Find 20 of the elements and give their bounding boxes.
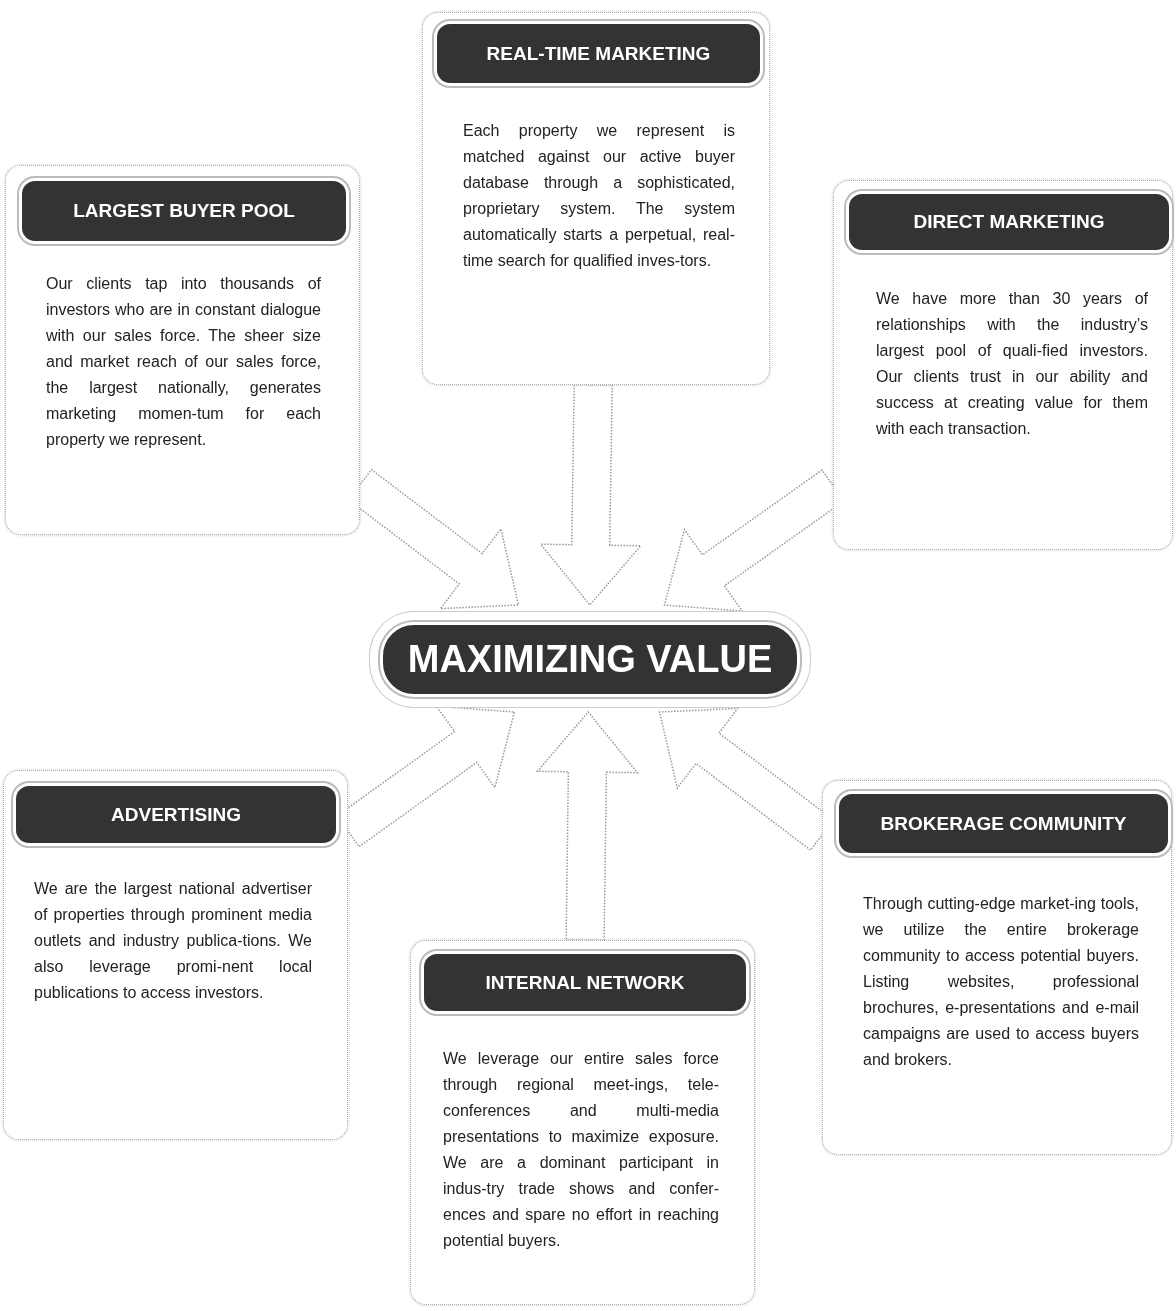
- text-card: [410, 940, 755, 1305]
- heading-label: REAL-TIME MARKETING: [434, 21, 763, 86]
- text-card: [3, 770, 348, 1140]
- description-text: Through cutting-edge market-ing tools, we utilize the entire brokerage community to access potential buyers. Listing websites, professional brochures, e-presentations and e-mail campaigns are used to access buyers and brokers.: [863, 894, 1139, 1070]
- heading-label: ADVERTISING: [13, 783, 339, 846]
- text-card: [833, 180, 1173, 550]
- description-text: We leverage our entire sales force through regional meet-ings, tele-conferences and multi-media presentations to maximize exposure. We are a dominant participant in indus-try trade shows and confer-ences and spare no effort in reaching potential buyers.: [443, 1049, 719, 1251]
- text-card: [422, 12, 770, 385]
- text-card: [5, 165, 360, 535]
- block-arrow: [539, 383, 643, 607]
- block-arrow: [535, 710, 639, 942]
- heading-label: INTERNAL NETWORK: [421, 951, 749, 1014]
- heading-label: DIRECT MARKETING: [846, 191, 1172, 253]
- description-text: We are the largest national advertiser of properties through prominent media outlets and industry publica-tions. We also leverage promi-nent local publications to access investors.: [34, 879, 312, 1003]
- description-text: Our clients tap into thousands of investors who are in constant dialogue with our sales force. The sheer size and market reach of our sales force, the largest nationally, generates marketing momen-tum for each property we represent.: [46, 274, 321, 450]
- description-text: Each property we represent is matched against our active buyer database through a sophisticated, proprietary system. The system automatically starts a perpetual, real-time search for qualified inves-tors.: [463, 121, 735, 271]
- text-card: [822, 780, 1172, 1155]
- heading-label: BROKERAGE COMMUNITY: [836, 791, 1171, 856]
- description-text: We have more than 30 years of relationships with the industry’s largest pool of quali-fied investors. Our clients trust in our ability and success at creating value for them with each transaction.: [876, 289, 1148, 439]
- heading-label: LARGEST BUYER POOL: [19, 178, 349, 244]
